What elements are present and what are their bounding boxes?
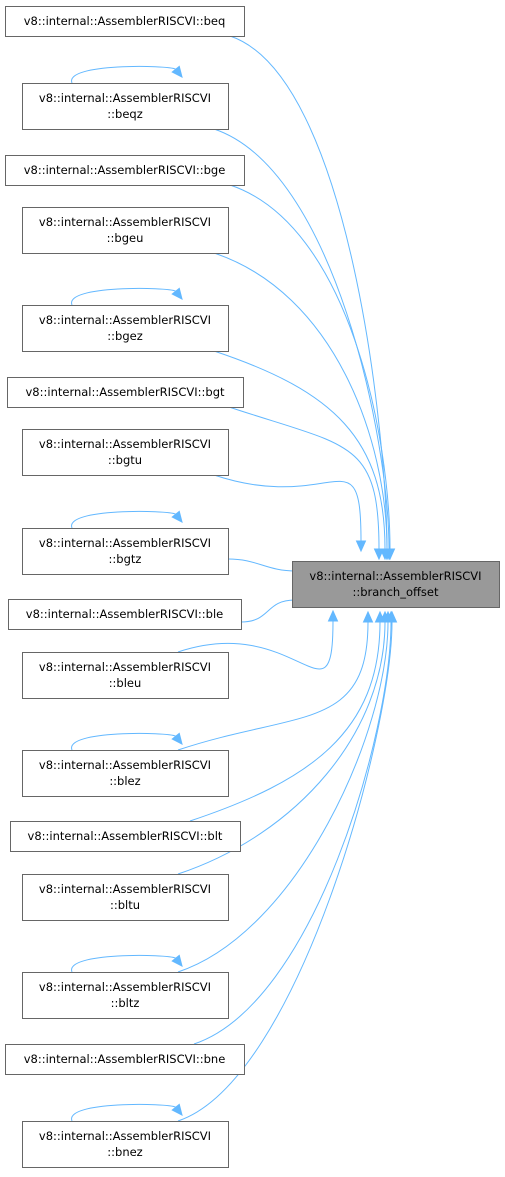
node-target-branch-offset-box [292,561,500,608]
node-bgeu-box [22,207,229,254]
node-bltz-label-1: v8::internal::AssemblerRISCVI [39,980,211,994]
nodes-layer: v8::internal::AssemblerRISCVI::beqv8::in… [5,6,500,1168]
node-bleu-box [22,652,229,699]
self-loop-bltz [71,954,176,973]
edge-bltz-to-branch_offset [177,621,389,973]
node-bgeu-label-1: v8::internal::AssemblerRISCVI [39,215,211,229]
node-bgtu-label-1: v8::internal::AssemblerRISCVI [39,437,211,451]
edge-bleu-to-branch_offset [177,620,334,670]
self-loop-beqz [71,65,176,84]
edge-bgtz-to-branch_offset [227,558,297,572]
node-bgeu[interactable]: v8::internal::AssemblerRISCVI::bgeu [22,207,229,254]
node-beqz-label-2: ::beqz [107,107,142,121]
node-blez-box [22,750,229,797]
node-beqz[interactable]: v8::internal::AssemblerRISCVI::beqz [22,83,229,130]
node-bgez-label-2: ::bgez [107,329,142,343]
self-loop-arrow-bltz [171,954,183,967]
self-loop-arrow-bnez [171,1103,183,1116]
node-bne-box [5,1044,245,1075]
node-bgtz-label-1: v8::internal::AssemblerRISCVI [39,536,211,550]
edge-bgeu-to-branch_offset [213,252,388,550]
node-blt-box [10,821,241,852]
node-bgt-label-1: v8::internal::AssemblerRISCVI::bgt [26,385,225,399]
node-blez-label-2: ::blez [109,774,140,788]
node-target-branch-offset-label-2: ::branch_offset [352,585,438,599]
node-bltz-label-2: ::bltz [111,996,140,1010]
node-blez[interactable]: v8::internal::AssemblerRISCVI::blez [22,750,229,797]
node-ble-label-1: v8::internal::AssemblerRISCVI::ble [26,607,223,621]
edge-bge-to-branch_offset [229,184,391,550]
node-bgez[interactable]: v8::internal::AssemblerRISCVI::bgez [22,305,229,352]
edge-arrow-bgtu [355,540,367,553]
node-beq-label-1: v8::internal::AssemblerRISCVI::beq [24,14,226,28]
node-ble-box [8,599,242,630]
edge-bgez-to-branch_offset [213,350,386,550]
edge-blez-to-branch_offset [177,621,369,751]
edge-arrow-bgt [373,548,385,561]
node-bgeu-label-2: ::bgeu [107,231,144,245]
node-bgtz-label-2: ::bgtz [109,552,142,566]
node-bne[interactable]: v8::internal::AssemblerRISCVI::bne [5,1044,245,1075]
node-bge-label-1: v8::internal::AssemblerRISCVI::bge [24,163,226,177]
node-bltu-label-1: v8::internal::AssemblerRISCVI [39,882,211,896]
edge-bgt-to-branch_offset [228,406,380,550]
self-loop-arrow-blez [171,732,183,745]
node-bleu-label-1: v8::internal::AssemblerRISCVI [39,660,211,674]
node-target-branch-offset-label-1: v8::internal::AssemblerRISCVI [309,569,481,583]
edge-blt-to-branch_offset [189,621,381,822]
node-bne-label-1: v8::internal::AssemblerRISCVI::bne [24,1052,226,1066]
self-loop-bnez [71,1103,176,1122]
node-bge-box [5,155,245,186]
node-blez-label-1: v8::internal::AssemblerRISCVI [39,758,211,772]
node-bnez-box [22,1121,229,1168]
edge-bne-to-branch_offset [193,621,392,1045]
node-bgtu[interactable]: v8::internal::AssemblerRISCVI::bgtu [22,429,229,476]
node-beq[interactable]: v8::internal::AssemblerRISCVI::beq [5,6,245,37]
node-blt[interactable]: v8::internal::AssemblerRISCVI::blt [10,821,241,852]
edges-layer [71,35,398,1122]
self-loop-bgez [71,287,176,306]
node-bnez-label-2: ::bnez [107,1145,142,1159]
node-bltu-label-2: ::bltu [110,898,140,912]
edge-arrow-bleu [327,609,339,622]
node-bgtz[interactable]: v8::internal::AssemblerRISCVI::bgtz [22,528,229,575]
self-loop-arrow-bgez [171,287,183,300]
edge-arrow-blez [362,610,374,623]
node-blt-label-1: v8::internal::AssemblerRISCVI::blt [28,829,223,843]
node-bltu[interactable]: v8::internal::AssemblerRISCVI::bltu [22,874,229,921]
node-beqz-label-1: v8::internal::AssemblerRISCVI [39,91,211,105]
node-bgtu-label-2: ::bgtu [108,453,142,467]
edge-bgtu-to-branch_offset [213,474,362,542]
edge-beq-to-branch_offset [229,35,388,550]
self-loop-blez [71,732,176,751]
node-bgez-box [22,305,229,352]
node-bnez-label-1: v8::internal::AssemblerRISCVI [39,1129,211,1143]
self-loop-bgtz [71,510,176,529]
node-ble[interactable]: v8::internal::AssemblerRISCVI::ble [8,599,242,630]
node-bltz[interactable]: v8::internal::AssemblerRISCVI::bltz [22,972,229,1019]
self-loop-arrow-beqz [171,65,183,78]
node-bleu-label-2: ::bleu [109,676,142,690]
node-bgtu-box [22,429,229,476]
node-beqz-box [22,83,229,130]
edge-beqz-to-branch_offset [213,128,390,550]
node-bgt[interactable]: v8::internal::AssemblerRISCVI::bgt [7,377,244,408]
node-bltu-box [22,874,229,921]
node-bnez[interactable]: v8::internal::AssemblerRISCVI::bnez [22,1121,229,1168]
node-bltz-box [22,972,229,1019]
node-target-branch-offset[interactable]: v8::internal::AssemblerRISCVI::branch_of… [292,561,500,608]
node-bgt-box [7,377,244,408]
edge-ble-to-branch_offset [240,599,296,623]
node-bgtz-box [22,528,229,575]
node-bleu[interactable]: v8::internal::AssemblerRISCVI::bleu [22,652,229,699]
node-bgez-label-1: v8::internal::AssemblerRISCVI [39,313,211,327]
node-bge[interactable]: v8::internal::AssemblerRISCVI::bge [5,155,245,186]
edge-bnez-to-branch_offset [177,621,393,1122]
self-loop-arrow-bgtz [171,510,183,523]
edge-bltu-to-branch_offset [177,621,386,875]
node-beq-box [5,6,245,37]
